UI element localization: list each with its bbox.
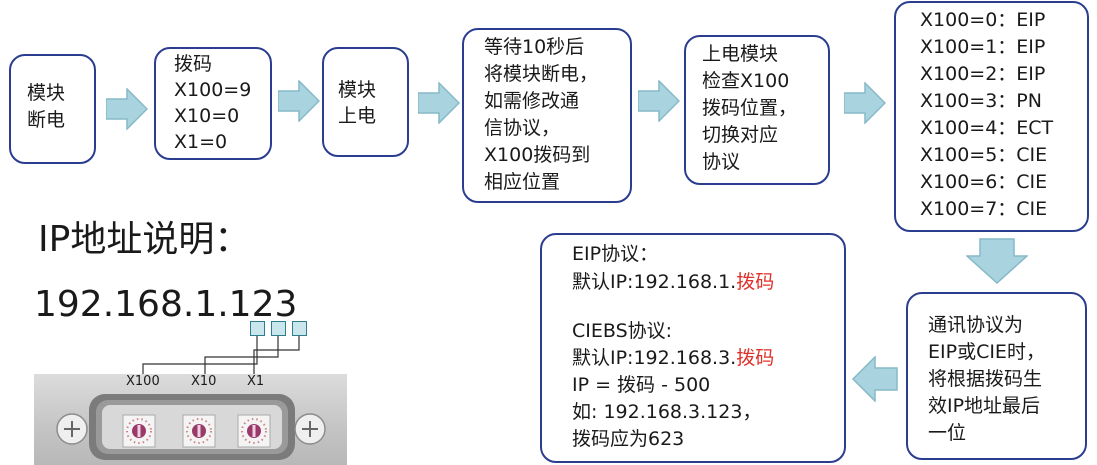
step-dial-setting-line-1: 拨码 xyxy=(174,53,213,75)
switch-label-x10: X10 xyxy=(191,374,217,389)
digit-marker-tens xyxy=(271,321,286,336)
protocol-map-line-7: X100=6：CIE xyxy=(920,171,1048,193)
protocol-map-line-6: X100=5：CIE xyxy=(920,144,1048,166)
module-photo: X100 X10 X1 xyxy=(34,374,347,465)
dial-switch-x10-icon xyxy=(182,414,216,448)
ip-section-title: IP地址说明： xyxy=(38,219,251,260)
switch-label-x100: X100 xyxy=(126,374,160,389)
ciebs-example: 如: 192.168.3.123， xyxy=(572,401,762,423)
digit-marker-hundreds xyxy=(250,321,265,336)
protocol-map-line-5: X100=4：ECT xyxy=(920,117,1054,139)
eip-default-ip: 默认IP:192.168.1.拨码 xyxy=(572,271,774,294)
step-dial-setting-line-3: X10=0 xyxy=(174,105,240,127)
note-line-4: 效IP地址最后 xyxy=(928,395,1041,417)
step-wait-line-3: 如需修改通 xyxy=(484,90,580,112)
step-power-on-line-2: 上电 xyxy=(338,105,377,127)
digit-connector-lines xyxy=(142,336,300,374)
digit-marker-ones xyxy=(292,321,307,336)
right-arrow-icon xyxy=(844,82,886,124)
ciebs-ip-prefix: 默认IP:192.168.3. xyxy=(572,347,737,369)
protocol-map-line-1: X100=0：EIP xyxy=(920,9,1046,31)
step-check-line-1: 上电模块 xyxy=(702,43,779,65)
note-line-5: 一位 xyxy=(928,422,967,444)
note-line-1: 通讯协议为 xyxy=(928,314,1024,336)
left-arrow-icon xyxy=(852,356,898,402)
step-power-off-line-2: 断电 xyxy=(27,109,66,131)
protocol-map-line-3: X100=2：EIP xyxy=(920,63,1046,85)
step-wait-line-2: 将模块断电， xyxy=(484,63,599,85)
switch-label-x1: X1 xyxy=(247,374,265,389)
step-wait-line-4: 信协议， xyxy=(484,117,561,139)
eip-title: EIP协议： xyxy=(572,243,659,265)
step-wait-line-6: 相应位置 xyxy=(484,171,561,193)
protocol-mapping-box: X100=0：EIP X100=1：EIP X100=2：EIP X100=3：… xyxy=(894,1,1089,232)
step-wait-and-set-protocol: 等待10秒后 将模块断电， 如需修改通 信协议， X100拨码到 相应位置 xyxy=(462,28,632,203)
dial-switch-x100-icon xyxy=(122,414,156,448)
eip-dial-value: 拨码 xyxy=(736,271,775,293)
step-dial-setting-line-2: X100=9 xyxy=(174,79,252,101)
ip-default-box: EIP协议： 默认IP:192.168.1.拨码 CIEBS协议: 默认IP:1… xyxy=(540,233,846,463)
right-arrow-icon xyxy=(278,80,320,122)
protocol-map-line-4: X100=3：PN xyxy=(920,90,1042,112)
step-power-on-line-1: 模块 xyxy=(338,79,377,101)
ciebs-default-ip: 默认IP:192.168.3.拨码 xyxy=(572,347,774,370)
step-power-on: 模块 上电 xyxy=(322,47,409,157)
eip-ip-prefix: 默认IP:192.168.1. xyxy=(572,271,737,293)
step-check-line-3: 拨码位置， xyxy=(702,97,798,119)
note-line-3: 将根据拨码生 xyxy=(928,368,1043,390)
ip-address-example: 192.168.1.123 xyxy=(34,284,298,325)
step-dial-setting: 拨码 X100=9 X10=0 X1=0 xyxy=(154,47,272,160)
ciebs-formula: IP = 拨码 - 500 xyxy=(572,374,711,396)
ciebs-title: CIEBS协议: xyxy=(572,320,673,342)
step-power-off: 模块 断电 xyxy=(9,54,96,164)
step-dial-setting-line-4: X1=0 xyxy=(174,131,228,153)
note-line-2: EIP或CIE时， xyxy=(928,341,1045,363)
down-arrow-icon xyxy=(966,238,1028,284)
right-arrow-icon xyxy=(106,88,148,130)
step-check-dial: 上电模块 检查X100 拨码位置， 切换对应 协议 xyxy=(684,35,830,185)
ciebs-conclusion: 拨码应为623 xyxy=(572,428,685,450)
ip-effect-note-box: 通讯协议为 EIP或CIE时， 将根据拨码生 效IP地址最后 一位 xyxy=(906,292,1087,460)
step-wait-line-1: 等待10秒后 xyxy=(484,36,585,58)
step-power-off-line-1: 模块 xyxy=(27,82,66,104)
step-check-line-2: 检查X100 xyxy=(702,70,790,92)
step-wait-line-5: X100拨码到 xyxy=(484,144,591,166)
step-check-line-4: 切换对应 xyxy=(702,124,779,146)
step-check-line-5: 协议 xyxy=(702,151,741,173)
dial-switch-x1-icon xyxy=(237,414,271,448)
right-arrow-icon xyxy=(418,82,460,124)
right-arrow-icon xyxy=(638,80,680,122)
protocol-map-line-8: X100=7：CIE xyxy=(920,198,1048,220)
ciebs-dial-value: 拨码 xyxy=(736,347,775,369)
protocol-map-line-2: X100=1：EIP xyxy=(920,36,1046,58)
